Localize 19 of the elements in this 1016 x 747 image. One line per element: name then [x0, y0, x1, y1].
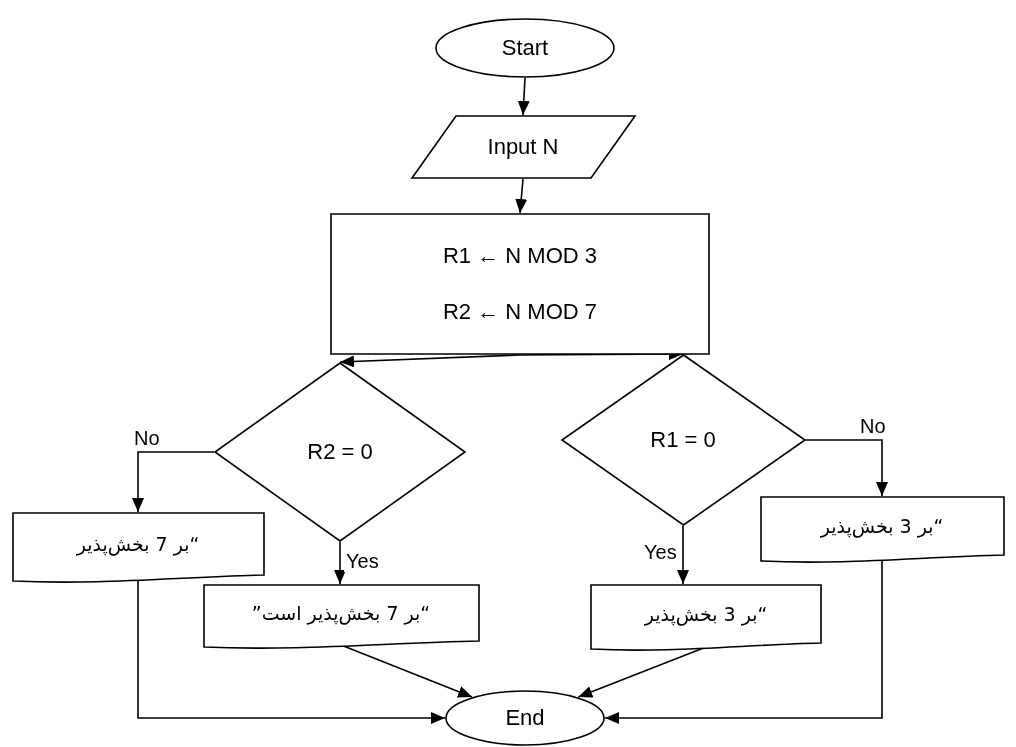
arrow [334, 541, 346, 585]
decision-diamond: R2 = 0 [214, 362, 466, 542]
input-parallelogram: Input N [410, 115, 636, 179]
arrow [677, 525, 689, 585]
output-document: “بر 3 بخش‌پذیر [590, 584, 822, 652]
output-document: “بر 7 بخش‌پذیر است” [202, 584, 480, 650]
arrow [804, 439, 888, 497]
terminal-oval: Start [435, 18, 615, 78]
arrow [604, 558, 883, 724]
arrow [339, 354, 521, 368]
output-document: “بر 3 بخش‌پذیر [759, 496, 1005, 564]
process-box: R1 ← N MOD 3 R2 ← N MOD 7 [330, 213, 710, 355]
arrow [132, 451, 215, 513]
arrow [517, 77, 530, 116]
arrow [137, 578, 446, 724]
output-document: “بر 7 بخش‌پذیر [11, 512, 265, 584]
decision-diamond: R1 = 0 [560, 354, 806, 526]
arrow [515, 178, 528, 214]
terminal-oval: End [445, 690, 605, 746]
